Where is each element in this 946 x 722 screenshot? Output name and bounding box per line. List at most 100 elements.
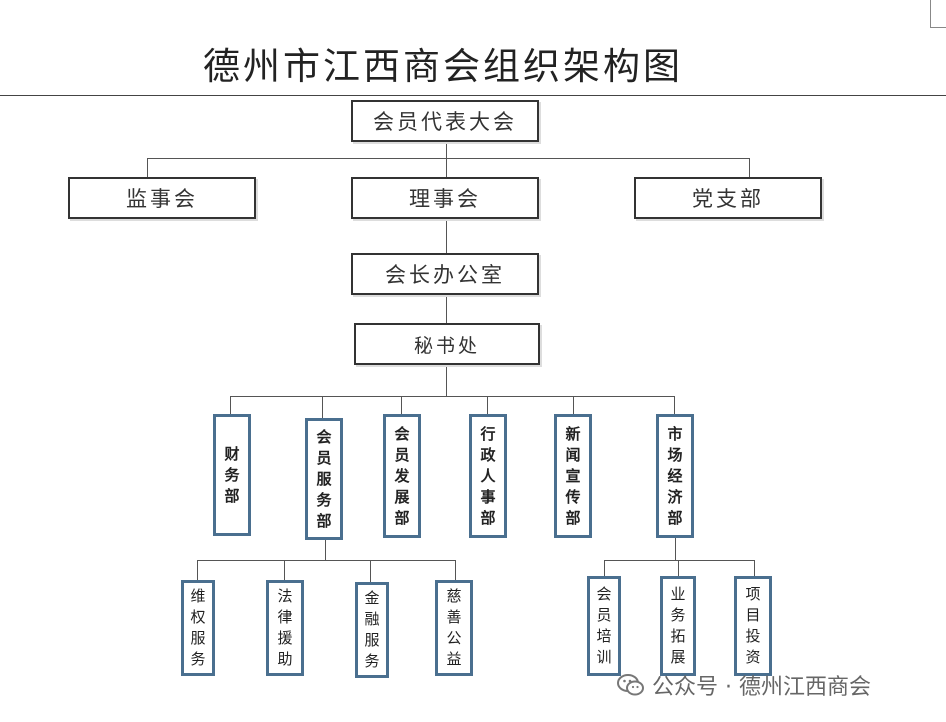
label-char: 场: [667, 445, 683, 464]
page-corner-mark: [930, 0, 946, 28]
label-char: 律: [277, 608, 293, 626]
connector: [147, 158, 148, 178]
connector: [325, 540, 326, 560]
connector: [455, 560, 456, 580]
label-char: 政: [480, 445, 496, 464]
connector: [284, 560, 285, 580]
connector: [446, 294, 447, 324]
label-char: 助: [277, 650, 293, 668]
label-char: 部: [480, 508, 496, 527]
label-char: 务: [364, 652, 380, 670]
label-char: 务: [316, 490, 332, 509]
watermark: 公众号 · 德州江西商会: [616, 668, 926, 702]
label-char: 援: [277, 629, 293, 647]
connector: [604, 560, 605, 576]
label-char: 宣: [565, 466, 581, 485]
unit-legal-aid: 法律援助: [266, 580, 304, 676]
label-char: 部: [394, 508, 410, 527]
label-char: 展: [394, 487, 410, 506]
connector: [370, 560, 371, 582]
unit-business-expansion: 业务拓展: [660, 576, 696, 676]
connector: [675, 538, 676, 560]
label-char: 慈: [446, 587, 462, 605]
label-char: 部: [667, 508, 683, 527]
unit-financial-service: 金融服务: [355, 582, 389, 678]
label-char: 会: [596, 585, 612, 603]
label-char: 公: [446, 629, 462, 647]
title-divider: [0, 95, 946, 96]
connector: [446, 364, 447, 396]
label-char: 人: [480, 466, 496, 485]
label-char: 培: [596, 627, 612, 645]
label-char: 务: [670, 606, 686, 624]
members-congress-box: 会员代表大会: [351, 100, 539, 142]
label-char: 闻: [565, 445, 581, 464]
label-char: 目: [745, 606, 761, 624]
label-char: 金: [364, 589, 380, 607]
label-char: 融: [364, 610, 380, 628]
connector: [674, 396, 675, 414]
connector: [749, 158, 750, 178]
connector: [487, 396, 488, 414]
label-char: 益: [446, 650, 462, 668]
connector: [147, 158, 749, 159]
label-char: 资: [745, 648, 761, 666]
secretariat-box: 秘书处: [354, 323, 540, 365]
label-char: 发: [394, 466, 410, 485]
unit-member-training: 会员培训: [587, 576, 621, 676]
label-char: 财: [224, 444, 240, 463]
label-char: 部: [565, 508, 581, 527]
connector: [197, 560, 198, 580]
label-char: 展: [670, 648, 686, 666]
label-char: 经: [667, 466, 683, 485]
connector: [197, 560, 455, 561]
connector: [754, 560, 755, 576]
label-char: 会: [394, 424, 410, 443]
dept-finance: 财务部: [213, 414, 251, 536]
label-char: 部: [316, 511, 332, 530]
council-box: 理事会: [351, 177, 539, 219]
label-char: 训: [596, 648, 612, 666]
dept-admin-hr: 行政人事部: [469, 414, 507, 538]
connector: [230, 396, 231, 414]
dept-member-service: 会员服务部: [305, 418, 343, 540]
label-char: 服: [190, 629, 206, 647]
label-char: 新: [565, 424, 581, 443]
connector: [446, 218, 447, 254]
label-char: 员: [316, 448, 332, 467]
label-char: 法: [277, 587, 293, 605]
dept-news-publicity: 新闻宣传部: [554, 414, 592, 538]
connector: [678, 560, 679, 576]
label-char: 部: [224, 486, 240, 505]
label-char: 投: [745, 627, 761, 645]
page-title: 德州市江西商会组织架构图: [203, 45, 683, 88]
label-char: 项: [745, 585, 761, 603]
wechat-icon: [616, 670, 646, 700]
label-char: 员: [596, 606, 612, 624]
label-char: 行: [480, 424, 496, 443]
label-char: 业: [670, 585, 686, 603]
supervisory-board-box: 监事会: [68, 177, 256, 219]
label-char: 传: [565, 487, 581, 506]
label-char: 事: [480, 487, 496, 506]
label-char: 员: [394, 445, 410, 464]
unit-project-investment: 项目投资: [734, 576, 772, 676]
label-char: 维: [190, 587, 206, 605]
connector: [446, 140, 447, 158]
label-char: 服: [364, 631, 380, 649]
connector: [230, 396, 674, 397]
label-char: 会: [316, 427, 332, 446]
party-branch-box: 党支部: [634, 177, 822, 219]
label-char: 济: [667, 487, 683, 506]
label-char: 市: [667, 424, 683, 443]
connector: [604, 560, 754, 561]
unit-rights-protection: 维权服务: [181, 580, 215, 676]
watermark-text: 公众号 · 德州江西商会: [652, 675, 871, 700]
president-office-box: 会长办公室: [351, 253, 539, 295]
label-char: 拓: [670, 627, 686, 645]
label-char: 务: [224, 465, 240, 484]
connector: [446, 158, 447, 178]
dept-market-economy: 市场经济部: [656, 414, 694, 538]
connector: [401, 396, 402, 414]
connector: [322, 396, 323, 418]
